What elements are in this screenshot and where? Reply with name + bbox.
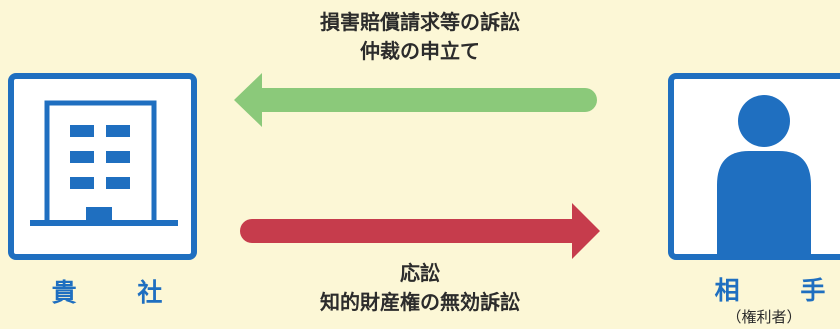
company-label: 貴 社 [51, 278, 189, 307]
claims-arrow [234, 73, 597, 127]
responses-text: 応訟 知的財産権の無効訴訟 [240, 259, 600, 317]
claims-line-2: 仲裁の申立て [360, 39, 480, 63]
responses-line-2: 知的財産権の無効訴訟 [320, 290, 520, 314]
responses-line-1: 応訟 [400, 261, 440, 285]
responses-arrow [240, 203, 600, 259]
counterparty-label: 相 手 [714, 276, 840, 305]
claims-text: 損害賠償請求等の訴訟 仲裁の申立て [240, 8, 600, 66]
person-icon [717, 95, 811, 256]
office-building-icon [30, 100, 178, 226]
company-box [8, 73, 197, 260]
claims-line-1: 損害賠償請求等の訴訟 [320, 10, 520, 34]
counterparty-role: （権利者） [726, 308, 802, 326]
counterparty-box [668, 73, 840, 260]
